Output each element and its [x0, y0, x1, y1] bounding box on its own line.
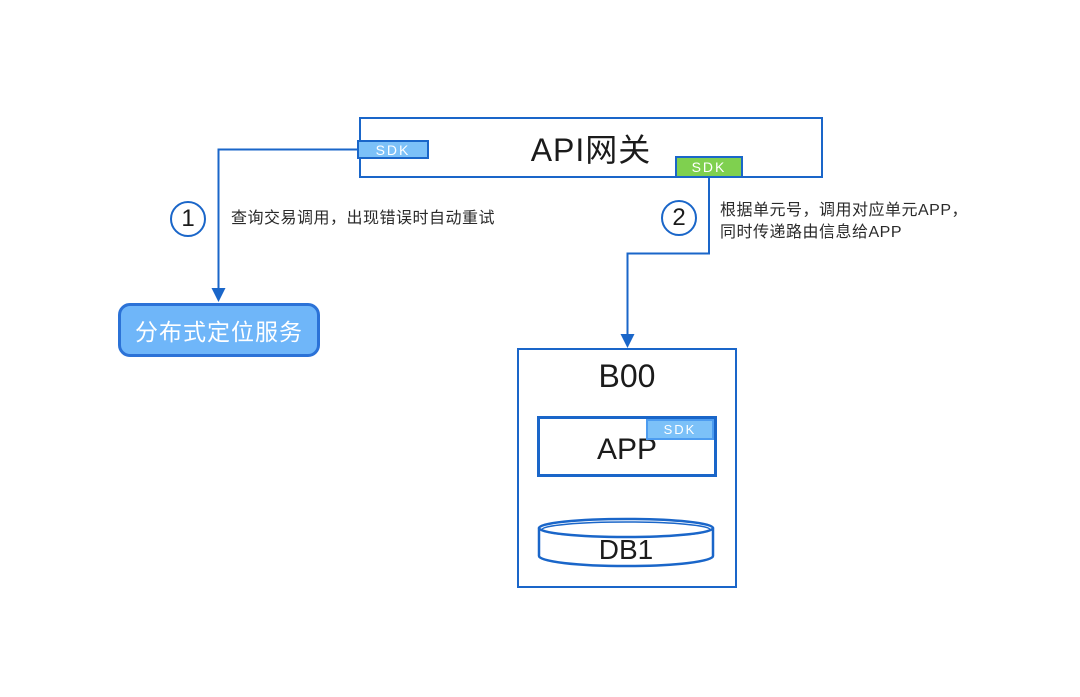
db-cylinder-shape: [537, 517, 715, 568]
db-label: DB1: [598, 534, 654, 565]
api-gateway-box: API网关: [359, 117, 823, 178]
step-2-annotation-line1: 根据单元号，调用对应单元APP，: [720, 202, 969, 219]
arrow-gateway-to-unit-b00: [620, 177, 710, 348]
step-2-annotation-line2: 同时传递路由信息给APP: [720, 224, 903, 241]
step-2-circle: 2: [661, 200, 697, 236]
gateway-bottom-sdk-badge: SDK: [675, 156, 743, 178]
app-sdk-badge: SDK: [646, 419, 714, 440]
step-2-annotation: 根据单元号，调用对应单元APP， 同时传递路由信息给APP: [720, 200, 968, 244]
step-1-circle: 1: [170, 201, 206, 237]
location-service-box: 分布式定位服务: [118, 303, 320, 357]
gateway-left-sdk-badge: SDK: [357, 140, 429, 159]
db-cylinder: DB1: [537, 517, 715, 569]
app-box: SDK APP: [537, 416, 717, 477]
unit-b00-title: B00: [598, 358, 656, 394]
api-gateway-title: API网关: [530, 131, 652, 168]
step-1-annotation: 查询交易调用，出现错误时自动重试: [231, 210, 496, 227]
